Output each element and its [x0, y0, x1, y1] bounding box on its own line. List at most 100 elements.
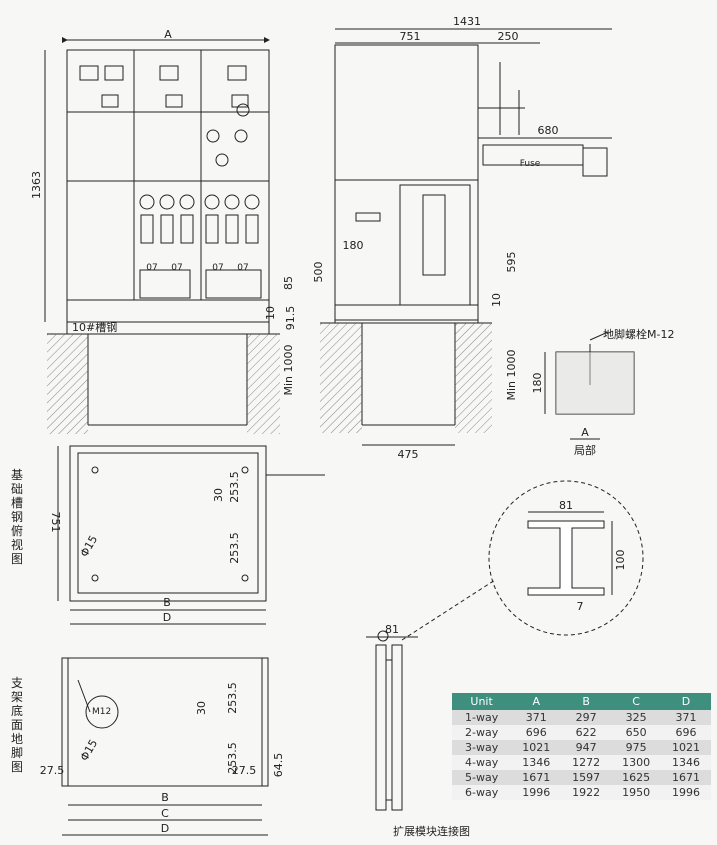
bracket-char-1: 架: [10, 690, 23, 704]
bracket-char-3: 面: [10, 718, 23, 732]
dim-475-label: 475: [398, 448, 419, 461]
dim-500-label: 500: [312, 262, 325, 283]
foundation-char-5: 视: [10, 538, 23, 552]
channel-label: 10#槽钢: [72, 321, 117, 334]
table-cell: 1950: [611, 785, 662, 800]
table-cell: 1597: [561, 770, 612, 785]
table-cell: 1996: [511, 785, 562, 800]
bot-27-5b-label: 27.5: [232, 764, 257, 777]
top-751-label: 751: [49, 512, 62, 533]
table-header: B: [561, 693, 612, 710]
side-ground-right: [455, 323, 492, 433]
top-B-label: B: [163, 596, 171, 609]
table-cell: 325: [611, 710, 662, 725]
table-cell: 4-way: [452, 755, 512, 770]
top-253-5b-label: 253.5: [228, 532, 241, 564]
bot-64-5-label: 64.5: [272, 753, 285, 778]
ct-label-b: 07: [171, 263, 182, 273]
bot-phi15-label: Φ15: [78, 737, 101, 763]
top-30-label: 30: [212, 488, 225, 502]
local-label: 局部: [574, 443, 596, 457]
bracket-char-0: 支: [10, 676, 23, 690]
top-phi15-label: Φ15: [78, 533, 101, 559]
bot-253-5b-label: 253.5: [226, 742, 239, 774]
foundation-char-1: 础: [10, 482, 23, 496]
table-cell: 1625: [611, 770, 662, 785]
table-cell: 1300: [611, 755, 662, 770]
ground-hatch-left: [47, 334, 88, 434]
bot-253-5a-label: 253.5: [226, 682, 239, 714]
bracket-view-label: 支 架 底 面 地 脚 图: [10, 676, 24, 774]
dim-1363-label: 1363: [30, 171, 43, 199]
dim-595-label: 595: [505, 252, 518, 273]
bracket-char-4: 地: [10, 732, 23, 746]
table-cell: 1021: [661, 740, 711, 755]
table-cell: 371: [661, 710, 711, 725]
ext-81-label: 81: [385, 623, 399, 636]
bot-D-label: D: [161, 822, 169, 835]
top-D-label: D: [163, 611, 171, 624]
foundation-char-3: 钢: [10, 510, 23, 524]
table-cell: 622: [561, 725, 612, 740]
table-header: D: [661, 693, 711, 710]
table-header: Unit: [452, 693, 512, 710]
foundation-char-0: 基: [10, 468, 23, 482]
i-beam-detail: [488, 480, 644, 636]
side-ground-left: [320, 323, 362, 433]
table-cell: 650: [611, 725, 662, 740]
dim-180-label: 180: [343, 239, 364, 252]
bot-C-label: C: [161, 807, 169, 820]
dim-min1000-left: Min 1000: [282, 344, 295, 395]
bracket-char-5: 脚: [10, 746, 23, 760]
ground-hatch-right: [247, 334, 280, 434]
table-cell: 3-way: [452, 740, 512, 755]
table-cell: 1671: [661, 770, 711, 785]
table-cell: 696: [511, 725, 562, 740]
foundation-char-2: 槽: [10, 496, 23, 510]
bot-30-label: 30: [195, 701, 208, 715]
table-cell: 297: [561, 710, 612, 725]
bot-m12-label: M12: [92, 707, 111, 717]
dim-10b-label: 10: [264, 306, 277, 320]
view-A-label: A: [581, 426, 589, 439]
detail-180-label: 180: [531, 373, 544, 394]
dim-1431-label: 1431: [453, 15, 481, 28]
bracket-char-6: 图: [10, 760, 23, 774]
foundation-char-4: 俯: [10, 524, 23, 538]
dim-751-label: 751: [400, 30, 421, 43]
table-cell: 975: [611, 740, 662, 755]
extension-connection: [366, 579, 496, 811]
foundation-top-view: [57, 445, 325, 625]
table-cell: 1996: [661, 785, 711, 800]
dim-250-label: 250: [498, 30, 519, 43]
table-cell: 2-way: [452, 725, 512, 740]
dim-A-label: A: [164, 28, 172, 41]
dim-85-label: 85: [282, 276, 295, 290]
bracket-char-2: 底: [10, 704, 23, 718]
bracket-bottom-view: [61, 657, 269, 836]
anchor-bolt-label: 地脚螺栓M-12: [603, 327, 674, 341]
table-cell: 1272: [561, 755, 612, 770]
table-cell: 1922: [561, 785, 612, 800]
table-cell: 1021: [511, 740, 562, 755]
ct-label-a: 07: [146, 263, 157, 273]
top-253-5a-label: 253.5: [228, 471, 241, 503]
table-header: C: [611, 693, 662, 710]
dim-680-label: 680: [538, 124, 559, 137]
table-cell: 1-way: [452, 710, 512, 725]
ibeam-7-label: 7: [577, 600, 584, 613]
table-cell: 1346: [661, 755, 711, 770]
ibeam-100-label: 100: [614, 550, 627, 571]
extension-caption: 扩展模块连接图: [393, 825, 470, 838]
table-cell: 696: [661, 725, 711, 740]
table-cell: 1671: [511, 770, 562, 785]
table-cell: 947: [561, 740, 612, 755]
detail-A-concrete: [556, 352, 634, 414]
